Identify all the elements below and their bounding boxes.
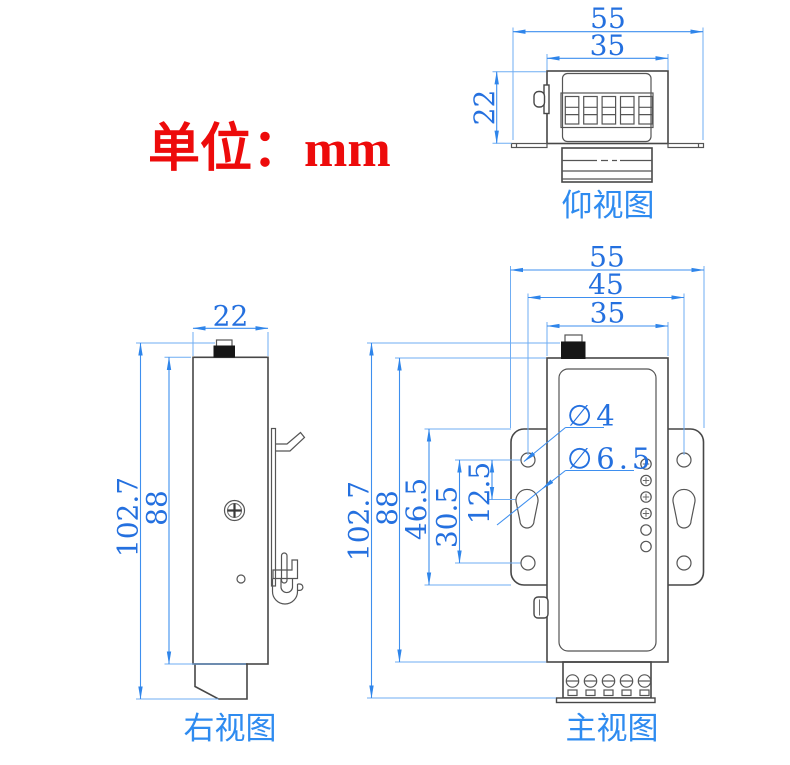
bottom-view-dim-depth: 22	[468, 90, 501, 126]
bottom-view-antenna-connector	[533, 84, 550, 115]
right-view-label: 右视图	[184, 711, 277, 746]
front-view-label: 主视图	[566, 711, 659, 746]
front-view-antenna-connector	[561, 334, 586, 359]
front-view-dim-hole-spacing-h: 45	[588, 268, 624, 301]
front-view-flange-left	[510, 428, 547, 586]
front-view-extension-lines	[367, 266, 705, 699]
right-view-extension-lines	[136, 332, 269, 700]
front-view-dim-screw-hole-dia: ∅4	[567, 399, 619, 433]
front-view-dim-hole-spacing-v: 30.5	[431, 486, 464, 548]
front-view-dim-keyhole-dia: ∅6.5	[567, 442, 654, 476]
bottom-view-flange-tabs	[510, 142, 705, 149]
bottom-view-din-clip	[561, 147, 653, 183]
keyhole-left	[515, 488, 539, 529]
front-view-dim-keyhole-offset: 12.5	[463, 462, 496, 524]
right-view-antenna-connector	[213, 339, 235, 358]
front-view-panel	[558, 368, 657, 652]
bottom-view-label: 仰视图	[562, 188, 655, 223]
right-view-din-clip	[270, 427, 306, 605]
right-view-small-hole	[236, 574, 246, 584]
leader-dia65	[541, 470, 566, 490]
keyhole-right	[672, 488, 696, 529]
bottom-view-terminal-block	[560, 92, 654, 129]
right-view-terminal-block	[194, 663, 248, 700]
leader-dia4	[523, 427, 566, 462]
front-view-dim-body-width: 35	[590, 297, 626, 330]
leader-dia65-tail	[496, 488, 543, 526]
right-view-dim-depth: 22	[213, 300, 249, 333]
front-view: 55 45 35 102.7 88 46.5 30.5 12.5 ∅4 ∅6.5…	[343, 241, 705, 746]
front-view-led-indicators	[640, 458, 652, 553]
right-view-dim-body-height: 88	[141, 490, 174, 526]
bottom-view-dim-overall-width: 55	[590, 2, 626, 35]
front-view-dim-flange-height: 46.5	[400, 478, 433, 540]
bottom-view: 55 35 22 仰视图	[468, 2, 705, 223]
right-view-screw	[223, 499, 246, 522]
front-view-dim-overall-height: 102.7	[343, 481, 376, 561]
front-view-side-tab	[533, 596, 549, 619]
bottom-view-extension-lines	[492, 27, 704, 144]
front-view-flange-right	[668, 428, 705, 586]
right-view-dim-overall-height: 102.7	[112, 477, 145, 557]
front-view-dim-overall-width: 55	[589, 241, 625, 274]
right-view: 22 102.7 88 右视图	[112, 300, 306, 746]
bottom-view-dim-body-width: 35	[590, 29, 626, 62]
front-view-terminal-block	[555, 661, 656, 704]
front-view-dim-body-height: 88	[371, 490, 404, 526]
unit-note: 单位：mm	[148, 120, 391, 178]
